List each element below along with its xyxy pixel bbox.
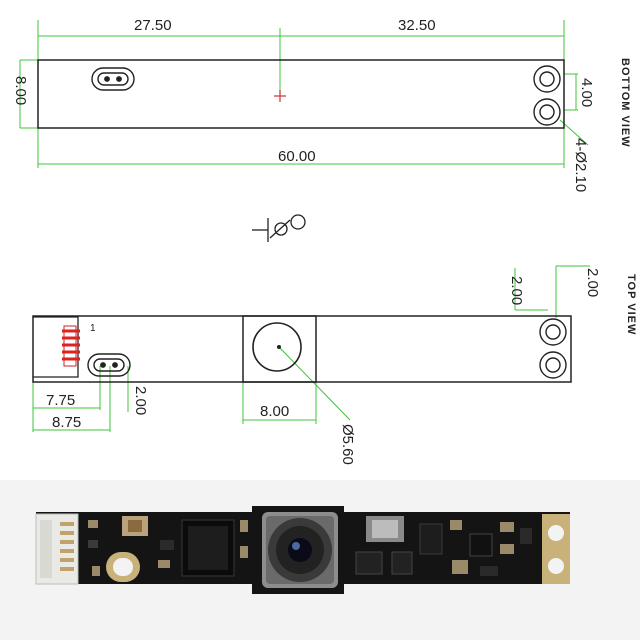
dim-right-length: 32.50	[398, 17, 436, 34]
bottom-slot-hole	[91, 67, 135, 91]
bottom-view-label: BOTTOM VIEW	[619, 58, 631, 148]
pcb-mount-tab	[542, 514, 570, 584]
dim-total-length: 60.00	[278, 148, 316, 165]
pcb-slot-hole	[106, 552, 140, 582]
top-mount-holes	[539, 318, 567, 379]
dim-slot-offset-1: 7.75	[46, 392, 75, 409]
lens-housing-outline	[242, 315, 317, 383]
top-view-label: TOP VIEW	[625, 274, 637, 335]
dim-hole-spec: 4-Ø2.10	[572, 138, 589, 192]
dim-hole-vertical: 2.00	[508, 276, 525, 305]
pcb-components	[88, 516, 532, 577]
top-extension-lines	[32, 265, 590, 432]
bottom-extension-lines	[19, 20, 589, 168]
dim-lens-diameter: Ø5.60	[339, 424, 356, 465]
pcb-lens-module	[262, 512, 338, 588]
top-slot-hole	[87, 353, 131, 377]
dim-hole-horizontal: 2.00	[584, 268, 601, 297]
bottom-view: 27.50 32.50 60.00 8.00 4.00 4-Ø2.10 BOTT…	[12, 17, 631, 192]
bottom-mount-holes	[533, 65, 561, 126]
top-board-outline	[32, 315, 572, 383]
bottom-board-outline	[37, 59, 565, 129]
top-view: 1 2.00 2.00 7.75 8.75 2.00 8.00 Ø5.60 TO…	[32, 265, 637, 465]
dim-height: 8.00	[12, 76, 29, 105]
projection-symbol-icon	[252, 214, 306, 242]
lens-outline	[252, 322, 302, 372]
dim-lens-box-width: 8.00	[260, 403, 289, 420]
dim-slot-offset-2: 8.75	[52, 414, 81, 431]
dim-left-length: 27.50	[134, 17, 172, 34]
connector: 1	[33, 316, 96, 378]
dim-slot-vertical: 2.00	[132, 386, 149, 415]
pcb-photo	[0, 480, 640, 640]
pin1-marker: 1	[90, 323, 96, 334]
dim-hole-spacing: 4.00	[578, 78, 595, 107]
lens-center	[277, 345, 281, 349]
pcb-connector	[35, 513, 79, 585]
center-cross-mark	[274, 90, 286, 102]
